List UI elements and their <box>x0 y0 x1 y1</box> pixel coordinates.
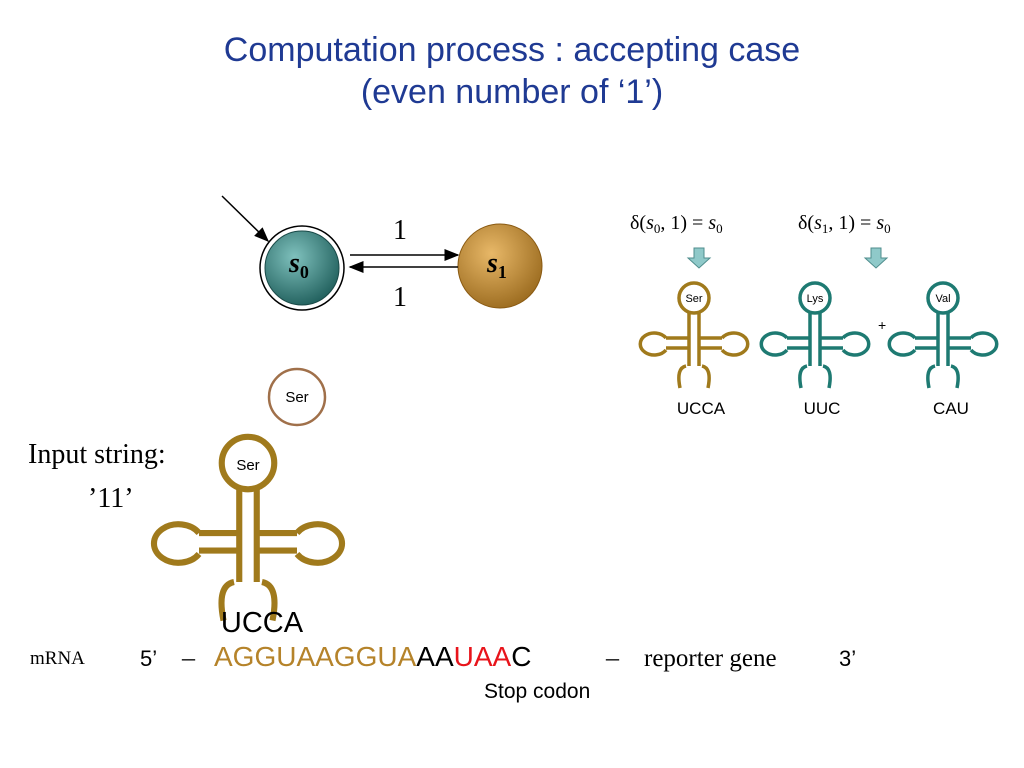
big-trna-anticodon: UCCA <box>221 607 304 639</box>
plus-sign: + <box>878 317 886 333</box>
down-arrow-icon <box>686 247 712 269</box>
transition-2: δ(s1, 1) = s0 <box>798 212 891 236</box>
anticodon-label: UCCA <box>677 399 726 418</box>
anticodon-label: CAU <box>933 399 969 418</box>
trna-amino-label: Ser <box>685 293 702 305</box>
state-s0 <box>264 230 340 306</box>
slide-title-line2: (even number of ‘1’) <box>360 73 664 111</box>
stop-codon-label: Stop codon <box>484 680 590 703</box>
down-arrow-icon <box>863 247 889 269</box>
mrna-sequence: AGGUAAGGUAAAUAAC <box>214 641 531 672</box>
start-arrow <box>221 195 270 243</box>
edge-top-label: 1 <box>393 215 407 246</box>
slide-title-line1: Computation process : accepting case <box>223 31 801 69</box>
reporter-gene: reporter gene <box>644 645 777 672</box>
dash-right: – <box>605 643 620 672</box>
trna-amino-label: Lys <box>807 293 824 305</box>
trna-amino-label: Val <box>935 293 950 305</box>
five-prime: 5’ <box>140 646 157 671</box>
input-label: Input string: <box>28 439 166 470</box>
state-s1-label: s1 <box>486 248 507 282</box>
free-amino-label: Ser <box>285 389 308 406</box>
three-prime: 3’ <box>839 646 856 671</box>
free-amino-acid <box>267 367 327 427</box>
big-trna-amino-label: Ser <box>236 457 259 474</box>
edge-bottom-label: 1 <box>393 282 407 313</box>
state-s1 <box>457 223 543 309</box>
state-s0-label: s0 <box>288 248 309 282</box>
mrna-label: mRNA <box>30 648 85 669</box>
dash-left: – <box>181 643 196 672</box>
transition-1: δ(s0, 1) = s0 <box>630 212 723 236</box>
anticodon-label: UUC <box>804 399 841 418</box>
input-value: ’11’ <box>88 483 134 514</box>
